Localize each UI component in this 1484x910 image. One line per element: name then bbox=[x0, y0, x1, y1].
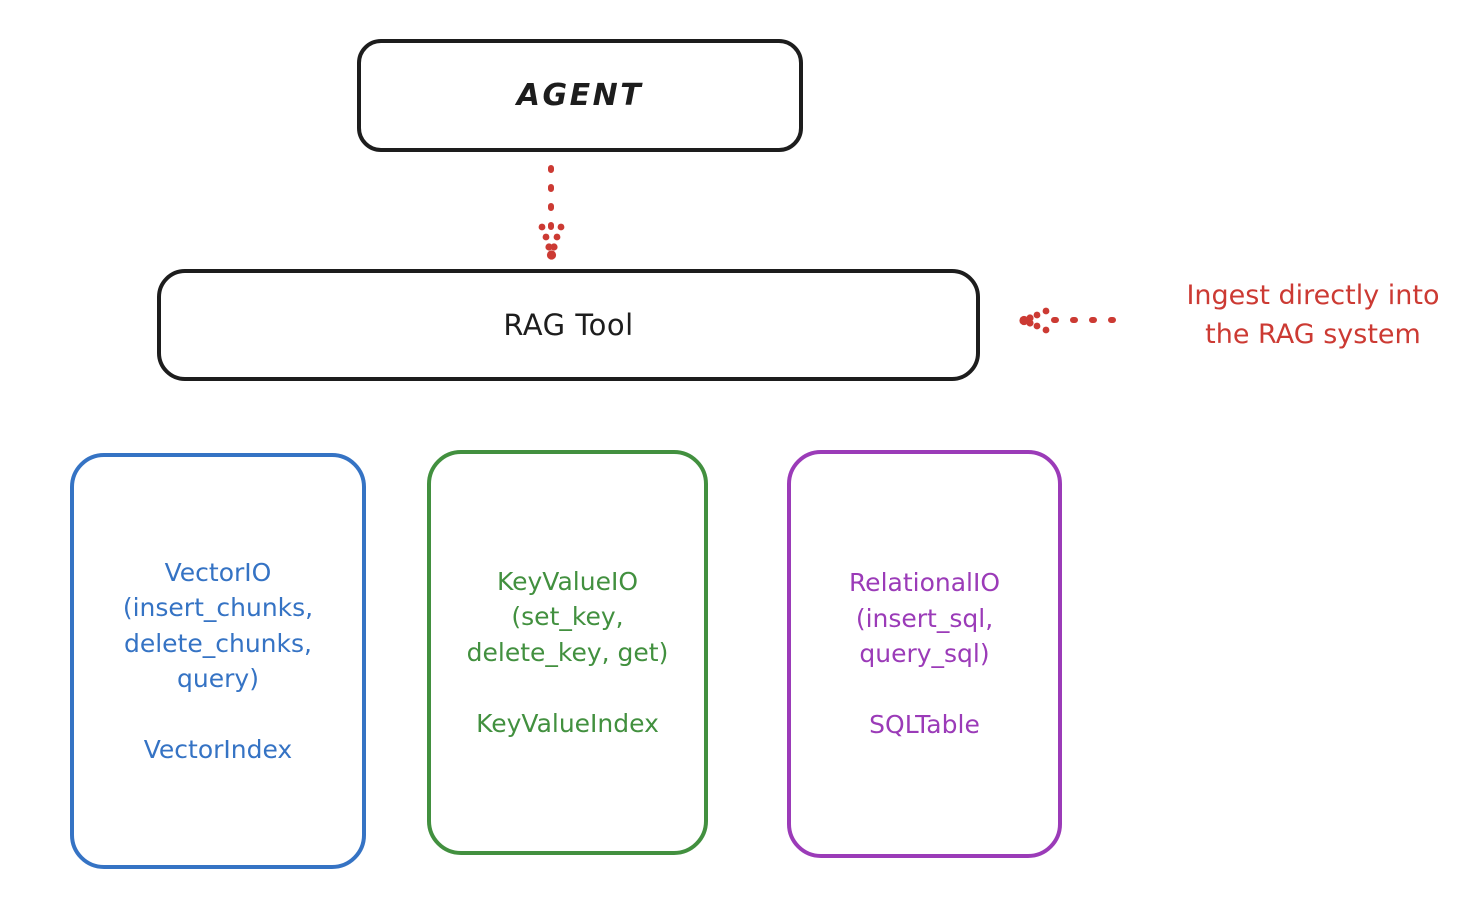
edge-ingest-to-rag-tool bbox=[1019, 307, 1125, 334]
node-relational-io[interactable]: RelationalIO (insert_sql, query_sql) SQL… bbox=[787, 450, 1062, 858]
node-key-value-io[interactable]: KeyValueIO (set_key, delete_key, get) Ke… bbox=[427, 450, 708, 855]
node-rag-tool[interactable]: RAG Tool bbox=[157, 269, 980, 381]
annotation-ingest-directly: Ingest directly into the RAG system bbox=[1186, 280, 1440, 351]
node-relational-io-label: RelationalIO (insert_sql, query_sql) SQL… bbox=[848, 568, 1001, 740]
node-vector-io-label: VectorIO (insert_chunks, delete_chunks, … bbox=[122, 557, 314, 765]
node-rag-tool-label: RAG Tool bbox=[503, 307, 634, 342]
node-agent[interactable]: AGENT bbox=[357, 39, 803, 152]
node-agent-label: AGENT bbox=[516, 77, 644, 113]
node-key-value-io-label: KeyValueIO (set_key, delete_key, get) Ke… bbox=[466, 566, 669, 738]
node-vector-io[interactable]: VectorIO (insert_chunks, delete_chunks, … bbox=[70, 453, 366, 869]
edge-agent-to-rag-tool bbox=[538, 165, 565, 260]
